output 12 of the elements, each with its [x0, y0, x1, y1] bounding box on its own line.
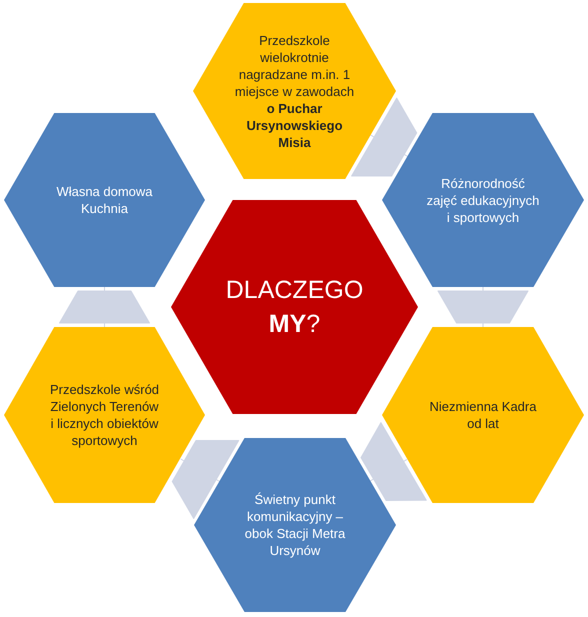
node-text: Niezmienna Kadra od lat: [428, 398, 538, 432]
node-text: DLACZEGO MY?: [224, 275, 364, 340]
node-text: Różnorodność zajęć edukacyjnych i sportowych: [426, 174, 540, 226]
node-text: Świetny punkt komunikacyjny – obok Stacji Metra Ursynów: [244, 491, 346, 559]
trapezoid-connector: [59, 286, 150, 328]
node-text: Przedszkole wśród Zielonych Terenów i licznych obiektów sportowych: [48, 381, 160, 449]
node-text: Przedszkole wielokrotnie nagradzane m.in. 1 miejsce w zawodach o Puchar Ursynowskiego Misia: [234, 32, 356, 150]
trapezoid-connector: [360, 422, 427, 501]
trapezoid-connector: [172, 440, 240, 519]
trapezoid-connector: [351, 98, 418, 176]
trapezoid-connector: [438, 286, 528, 328]
node-text: Własna domowa Kuchnia: [55, 183, 154, 217]
